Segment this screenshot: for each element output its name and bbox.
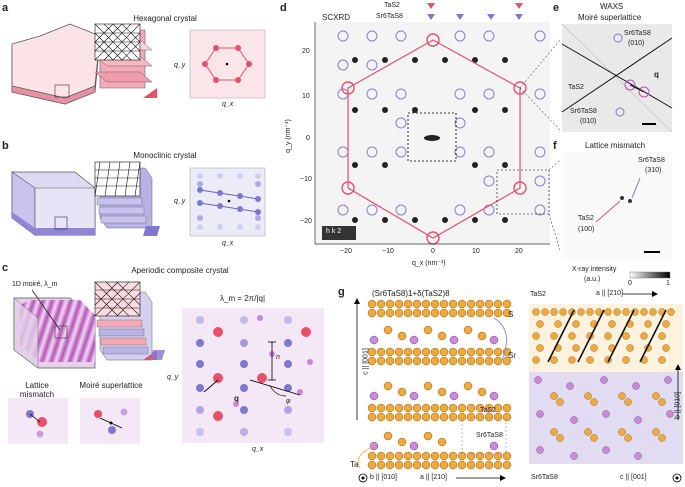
e-sr6-top: Sr6TaS8: [624, 30, 651, 37]
waxs-image: [561, 23, 673, 133]
moire-label: 1D moiré, λ_m: [12, 281, 58, 288]
colorbar-max: 1: [666, 280, 670, 287]
moire-superlattice-label: Moiré superlattice: [79, 381, 143, 390]
panel-d-label: d: [280, 2, 287, 14]
scxrd-label: SCXRD: [322, 13, 351, 22]
g-sr6-mid: Sr6TaS8: [476, 432, 503, 439]
layer-stack: [94, 23, 157, 98]
g-formula: (Sr6TaS8)1+δ(TaS2)8: [372, 289, 450, 298]
waxs-title: WAXS: [600, 2, 624, 11]
panel-b-title: Monoclinic crystal: [133, 151, 197, 160]
f-title: Lattice mismatch: [585, 141, 646, 150]
panel-c-label: c: [2, 262, 9, 274]
f-tas2: TaS2: [578, 215, 594, 222]
e-q: q: [654, 70, 659, 79]
g-b-bottom: b || [010]: [370, 474, 397, 481]
panel-e-label: e: [553, 2, 560, 14]
e-sr6-bot-idx: (010): [580, 118, 597, 125]
phi-label: φ: [286, 398, 291, 405]
g-sr-label: Sr: [508, 351, 516, 360]
d-x-axis-label: q_x (nm⁻¹): [412, 260, 446, 267]
x-tick-1: −20: [340, 248, 352, 255]
colorbar-min: 0: [628, 280, 632, 287]
e-tas2: TaS2: [568, 84, 584, 91]
panel-g-label: g: [338, 286, 345, 298]
g-b-right: b || [010]: [674, 392, 682, 419]
g-s-label: S: [508, 310, 514, 319]
panel-a-qx: q_x: [222, 101, 234, 108]
g-tas2-right: TaS2: [530, 291, 546, 298]
colorbar-unit: (a.u.): [584, 276, 601, 283]
x-tick-2: −10: [382, 248, 394, 255]
e-sr6-top-idx: (010): [628, 40, 645, 47]
g-a-right: a || [210]: [596, 290, 623, 297]
n-label: n: [276, 354, 280, 361]
panel-b-qx: q_x: [222, 240, 234, 247]
g-c-axis: c || [001]: [362, 348, 370, 375]
y-tick-2: 10: [302, 93, 310, 100]
panel-b-label: b: [2, 140, 9, 152]
g-c-right: c || [001]: [620, 474, 647, 481]
panel-b-qy: q_y: [174, 198, 186, 205]
y-tick-5: −20: [300, 218, 312, 225]
f-tas2-idx: (100): [578, 226, 595, 233]
hk2-label: h k 2: [326, 228, 342, 235]
panel-c-title: Aperiodic composite crystal: [131, 266, 229, 275]
f-sr6-idx: (310): [645, 167, 662, 174]
legend-sr6tas8: Sr6TaS8: [376, 13, 403, 20]
g-tas2-mid: TaS2: [480, 407, 496, 414]
lattice-mismatch-label: Lattice mismatch: [19, 381, 55, 399]
moire-formula: λ_m = 2π/|q|: [220, 294, 266, 303]
g-ta-label: Ta: [350, 460, 359, 469]
panel-a-title: Hexagonal crystal: [133, 14, 197, 23]
e-sr6-bot: Sr6TaS8: [570, 108, 597, 115]
g-a-bottom: a || [210]: [420, 474, 447, 481]
aperiodic-crystal-illustration: [8, 281, 324, 444]
panel-c-qx: q_x: [252, 446, 264, 453]
x-tick-3: 0: [431, 248, 435, 255]
g-sr6-right: Sr6TaS8: [531, 474, 558, 481]
hexagonal-crystal-illustration: [11, 23, 266, 105]
y-tick-4: −10: [300, 176, 312, 183]
x-tick-4: 10: [472, 248, 480, 255]
q-label-large: q: [234, 394, 239, 403]
colorbar-title: X-ray intensity: [572, 266, 617, 273]
x-tick-5: 20: [515, 248, 523, 255]
y-tick-3: 0: [306, 135, 310, 142]
e-subtitle: Moiré superlattice: [578, 13, 642, 22]
panel-f-label: f: [553, 140, 557, 152]
panel-a-qy: q_y: [174, 62, 186, 69]
panel-a-label: a: [2, 2, 9, 14]
lattice-mismatch-image: [595, 177, 671, 279]
diffraction-pattern: [314, 3, 561, 251]
legend-tas2: TaS2: [384, 2, 400, 9]
monoclinic-crystal-illustration: [11, 161, 266, 237]
panel-c-qy: q_y: [167, 374, 179, 381]
f-sr6: Sr6TaS8: [638, 157, 665, 164]
y-tick-1: 20: [302, 48, 310, 55]
